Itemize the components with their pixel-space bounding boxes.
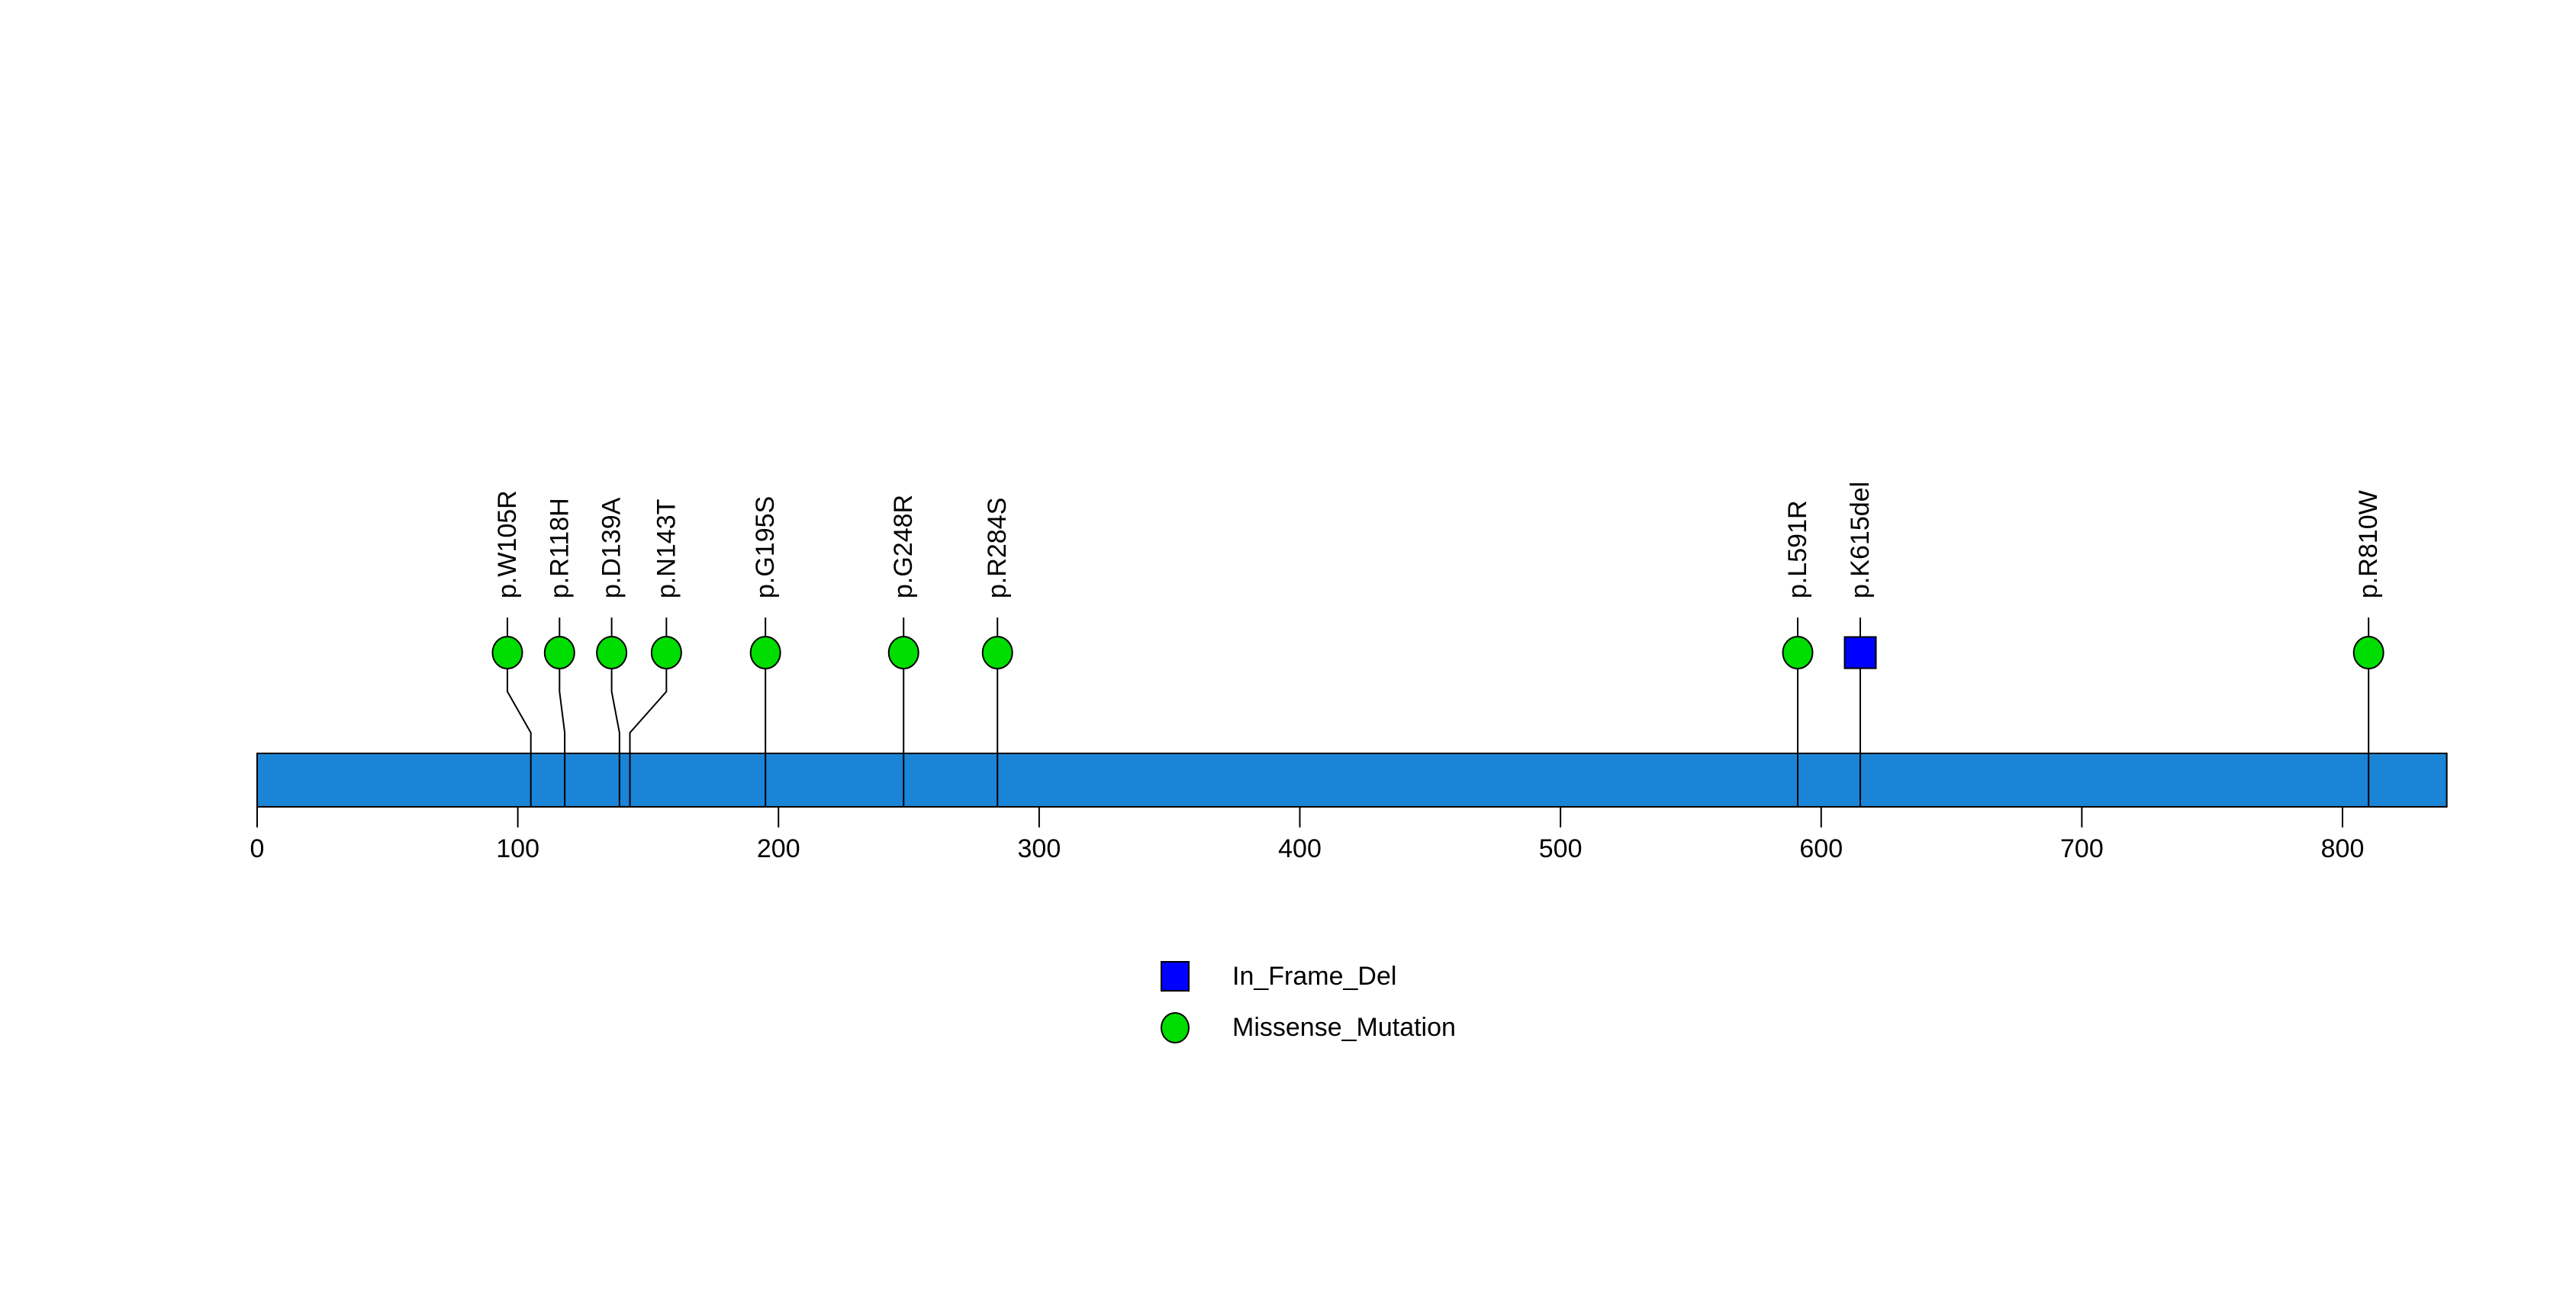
mutation-label: p.L591R (1783, 500, 1812, 598)
mutation-marker-circle (887, 636, 919, 669)
x-axis-tick-label: 500 (1539, 834, 1583, 863)
protein-bar (256, 753, 2448, 808)
mutation-label: p.K615del (1846, 482, 1875, 598)
x-axis-tick-label: 800 (2321, 834, 2365, 863)
legend-item-missense-mutation: Missense_Mutation (1161, 1011, 1456, 1043)
mutation-marker-circle (543, 636, 575, 669)
x-axis-tick-label: 600 (1799, 834, 1843, 863)
x-axis-tick-label: 200 (757, 834, 800, 863)
mutation-stem (506, 653, 532, 807)
x-axis-tick-label: 400 (1278, 834, 1322, 863)
mutation-marker-circle (596, 636, 628, 669)
mutation-label: p.G248R (889, 495, 918, 598)
mutation-marker-square (1843, 636, 1877, 669)
mutation-marker-circle (2352, 636, 2384, 669)
mutation-label: p.R284S (983, 498, 1012, 598)
legend-label-missense-mutation: Missense_Mutation (1232, 1013, 1456, 1042)
legend-item-in-frame-del: In_Frame_Del (1161, 961, 1456, 992)
x-axis-tick-label: 100 (496, 834, 539, 863)
legend: In_Frame_Del Missense_Mutation (1161, 961, 1456, 1043)
mutation-label: p.W105R (493, 490, 522, 598)
x-axis-tick-label: 300 (1018, 834, 1061, 863)
mutation-marker-circle (650, 636, 682, 669)
mutation-label: p.R118H (545, 498, 574, 598)
mutation-marker-circle (1782, 636, 1814, 669)
x-axis-tick-label: 0 (250, 834, 265, 863)
x-axis-tick-label: 700 (2060, 834, 2104, 863)
mutation-stem (559, 653, 566, 807)
mutation-marker-circle (491, 636, 523, 669)
mutation-label: p.R810W (2354, 490, 2383, 598)
mutation-marker-circle (749, 636, 781, 669)
mutation-label: p.D139A (597, 497, 626, 598)
mutation-stem (610, 653, 620, 807)
mutation-marker-circle (981, 636, 1013, 669)
mutation-stem (629, 653, 668, 807)
in-frame-del-swatch-icon (1161, 961, 1190, 992)
missense-mutation-swatch-icon (1161, 1011, 1190, 1043)
legend-label-in-frame-del: In_Frame_Del (1232, 962, 1397, 991)
mutation-label: p.G195S (751, 496, 780, 598)
mutation-label: p.N143T (652, 499, 681, 598)
